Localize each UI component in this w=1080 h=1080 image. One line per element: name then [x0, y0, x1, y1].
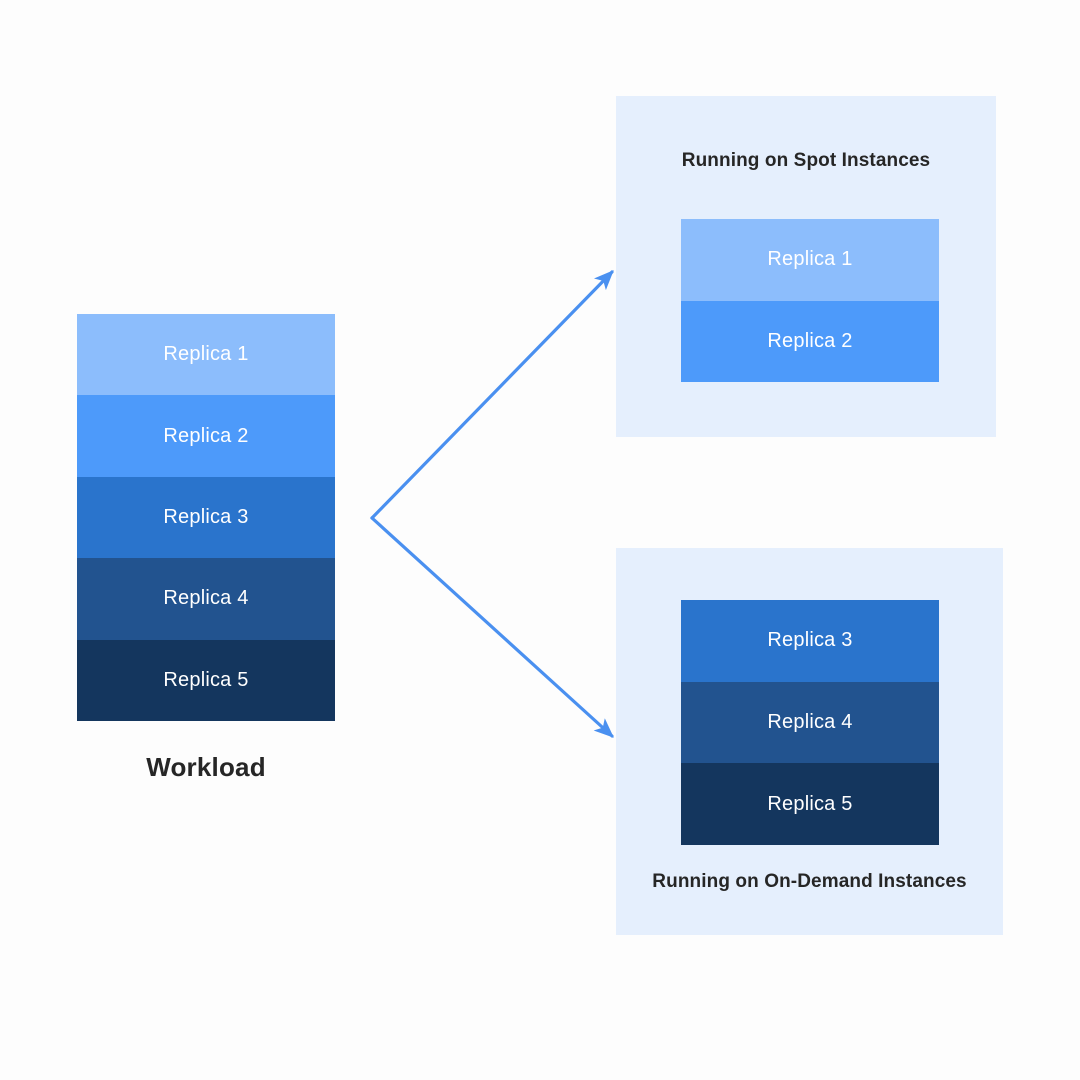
spot-replica-2-label: Replica 2 [767, 329, 853, 352]
workload-replica-1-label: Replica 1 [163, 343, 249, 366]
ondemand-replica-5-label: Replica 5 [767, 792, 853, 815]
workload-replica-4: Replica 4 [77, 558, 335, 640]
ondemand-instances-title: Running on On-Demand Instances [652, 871, 967, 892]
workload-replica-3: Replica 3 [77, 476, 335, 559]
spot-replica-2: Replica 2 [681, 300, 939, 382]
ondemand-replica-3-label: Replica 3 [767, 629, 853, 652]
workload-replica-4-label: Replica 4 [163, 587, 249, 610]
workload-replica-5: Replica 5 [77, 639, 335, 722]
workload-replica-2: Replica 2 [77, 395, 335, 477]
workload-replica-3-label: Replica 3 [163, 506, 249, 529]
workload-title: Workload [146, 752, 266, 782]
spot-replica-stack: Replica 1 Replica 2 [681, 219, 939, 382]
spot-replica-1-label: Replica 1 [767, 248, 853, 271]
workload-replica-1: Replica 1 [77, 314, 335, 396]
arrow-to-spot-line [370, 270, 614, 520]
ondemand-replica-stack: Replica 3 Replica 4 Replica 5 [681, 600, 939, 846]
spot-instances-title: Running on Spot Instances [681, 150, 931, 171]
workload-replica-stack: Replica 1 Replica 2 Replica 3 Replica 4 … [77, 314, 335, 722]
ondemand-replica-4: Replica 4 [681, 681, 939, 764]
arrow-to-ondemand-line [370, 516, 614, 738]
ondemand-replica-5: Replica 5 [681, 763, 939, 846]
workload-replica-2-label: Replica 2 [163, 424, 249, 447]
spot-replica-1: Replica 1 [681, 219, 939, 301]
ondemand-replica-3: Replica 3 [681, 600, 939, 682]
ondemand-replica-4-label: Replica 4 [767, 711, 853, 733]
workload-replica-5-label: Replica 5 [163, 668, 249, 691]
